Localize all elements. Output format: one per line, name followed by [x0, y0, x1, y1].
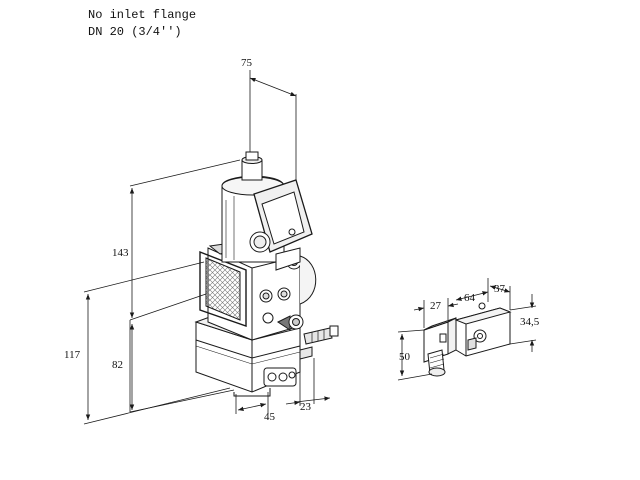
- main-dimension-lines: [83, 70, 331, 425]
- main-valve-assembly: [194, 151, 339, 397]
- dim-143: 143: [112, 247, 129, 259]
- dim-23: 23: [300, 401, 312, 413]
- note-inlet-flange: No inlet flange: [88, 8, 197, 22]
- main-dimension-labels: 75 143 117 82 45 23: [64, 57, 312, 423]
- dim-117: 117: [64, 349, 81, 361]
- middle-block: [199, 243, 339, 345]
- dim-75: 75: [241, 57, 253, 69]
- dim-27: 27: [430, 300, 442, 312]
- dim-37: 37: [494, 283, 506, 295]
- dim-50: 50: [399, 351, 411, 363]
- dim-82: 82: [112, 359, 123, 371]
- dim-64: 64: [464, 292, 476, 304]
- auxiliary-dimension-lines: [397, 278, 537, 381]
- dim-34-5: 34,5: [520, 316, 540, 328]
- auxiliary-dimension-labels: 27 64 37 50 34,5: [399, 283, 540, 363]
- auxiliary-module: [423, 302, 512, 377]
- gas-connector: [303, 325, 339, 345]
- solenoid-actuator: [221, 151, 313, 271]
- dim-45: 45: [264, 411, 276, 423]
- filter-mesh: [205, 257, 241, 321]
- note-dn-size: DN 20 (3/4''): [88, 25, 182, 39]
